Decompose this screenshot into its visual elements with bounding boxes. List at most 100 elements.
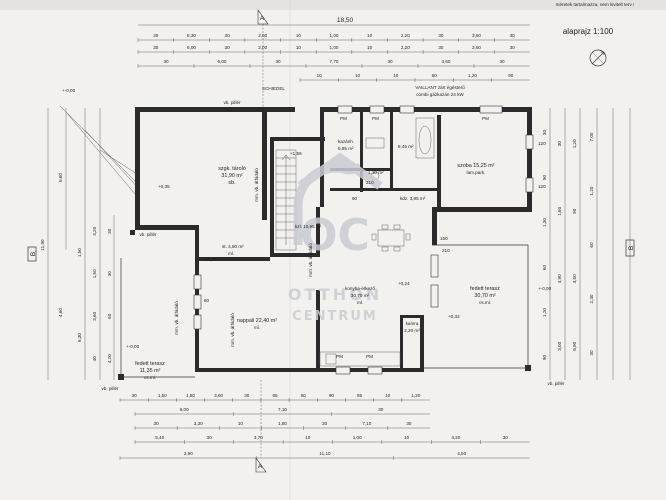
svg-text:B: B xyxy=(30,252,37,256)
dimension-value: 30 xyxy=(153,33,159,38)
section-marker-top: A xyxy=(257,9,269,110)
dimension-value: 7,00 xyxy=(589,132,594,141)
pantry-area: 2,20 m² xyxy=(404,328,420,333)
dimension-value: 4,50 xyxy=(457,451,466,456)
dimension-value: 30 xyxy=(107,228,112,234)
level-tag-entry: +1,56 xyxy=(290,151,302,156)
bedroom-floor: lam.park. xyxy=(467,170,486,175)
dimension-chain-left: 11,905,604,601,506,304,201,503,604030306… xyxy=(40,105,141,380)
storage-name: szgk. tároló xyxy=(218,166,246,172)
pm-tag-2: PM xyxy=(366,354,373,359)
dimension-value: 6,90 xyxy=(572,341,577,350)
dimension-value: 90 xyxy=(542,355,547,361)
living-name: nappali 22,40 m² xyxy=(237,318,277,324)
dimension-value: 6,00 xyxy=(180,407,189,412)
dimension-value: 60 xyxy=(542,265,547,271)
boiler-room-area: 5,85 m² xyxy=(338,146,354,151)
dimension-value: 1,50 xyxy=(158,393,167,398)
axis-marker-left: B xyxy=(27,246,37,262)
dimension-value: 1,20 xyxy=(542,308,547,317)
window-width-120-a: 120 xyxy=(538,141,546,146)
dimension-value: 3,60 xyxy=(442,59,451,64)
svg-text:B: B xyxy=(628,246,635,250)
dimension-value: 4,60 xyxy=(58,308,63,317)
dimension-value: 10 xyxy=(238,421,244,426)
dimension-value: 30 xyxy=(107,271,112,277)
dimension-value: 60 xyxy=(107,313,112,319)
pm-tag-5: PM xyxy=(482,116,489,121)
dimension-value: 1,60 xyxy=(557,206,562,215)
dimension-value: 7,10 xyxy=(362,421,371,426)
window-width-60: 60 xyxy=(204,298,210,303)
living-floor: ml. xyxy=(254,325,260,330)
dimension-value: 2,20 xyxy=(401,33,410,38)
dimension-value: 40 xyxy=(92,356,97,362)
dimension-value: 60 xyxy=(301,393,307,398)
door-width-90: 90 xyxy=(352,196,358,201)
dimension-value: 1,20 xyxy=(468,73,477,78)
dimension-value: 30 xyxy=(510,45,516,50)
dimension-value: 1,00 xyxy=(353,435,362,440)
dimension-value: 1,50 xyxy=(77,248,82,257)
sill-210-b: 210 xyxy=(366,180,374,185)
dimension-value: 30 xyxy=(387,59,393,64)
dimension-value: 6,30 xyxy=(77,333,82,342)
chimney-label: SCHIEDEL xyxy=(262,86,285,91)
dimension-value: 30 xyxy=(322,421,328,426)
dimension-value: 30 xyxy=(589,350,594,356)
dimension-value: 2,00 xyxy=(258,45,267,50)
dimension-value: 30 xyxy=(438,33,444,38)
dimension-value: 1,20 xyxy=(572,139,577,148)
pm-tag-1: PM xyxy=(336,354,343,359)
dimension-value: 1,80 xyxy=(278,421,287,426)
dimension-value: 30 xyxy=(207,435,213,440)
dimension-value: 3,30 xyxy=(194,421,203,426)
dimension-value: 3,60 xyxy=(92,311,97,320)
terrace-left-area: 11,35 m² xyxy=(140,368,161,374)
wall-note-1: mm. vb. áthidaló xyxy=(254,168,259,202)
staircase xyxy=(275,149,297,251)
dimension-value: 1,80 xyxy=(186,393,195,398)
dimension-value: 10 xyxy=(367,33,373,38)
dimension-value: 90 xyxy=(542,175,547,181)
dimension-value: 10 xyxy=(305,435,311,440)
dimension-value: 10 xyxy=(367,45,373,50)
dimension-value: 6,00 xyxy=(187,45,196,50)
level-tag-kitchen: +0,24 xyxy=(398,281,410,286)
dimension-value: 10 xyxy=(355,73,361,78)
boiler-label-2: combi gázkazán 24 kW xyxy=(416,92,464,97)
dimension-value: 2,20 xyxy=(401,45,410,50)
dimension-value: 3,60 xyxy=(472,45,481,50)
dimension-value: 11,10 xyxy=(319,451,331,456)
dimension-value: 1,00 xyxy=(330,33,339,38)
dimension-value: 2,90 xyxy=(184,451,193,456)
dimension-value: 30 xyxy=(499,59,505,64)
terrace-right-floor: cs.ml. xyxy=(479,300,491,305)
pillar-label-right: vb. pillér xyxy=(547,381,565,386)
svg-text:A: A xyxy=(260,15,265,22)
dimension-value: 4,20 xyxy=(107,354,112,363)
dimension-value: 30 xyxy=(275,59,281,64)
dimension-value: 7,70 xyxy=(330,59,339,64)
dimension-value: 30 xyxy=(132,393,138,398)
dimension-value: 30 xyxy=(557,141,562,147)
terrace-right-area: 30,70 m² xyxy=(474,293,495,299)
storage-floor: sb. xyxy=(228,180,235,186)
dimension-value: 5,40 xyxy=(155,435,164,440)
paper-edge xyxy=(0,0,666,10)
dimension-value: 30 xyxy=(406,421,412,426)
dimension-value: 1,00 xyxy=(330,45,339,50)
terrace-left-floor: cs.ml. xyxy=(144,375,156,380)
furniture xyxy=(319,117,435,367)
dimension-chain-right: 30901,30601,2090301,604,903,001,20904,50… xyxy=(542,108,631,380)
dimension-value: 3,00 xyxy=(557,341,562,350)
dimension-value: 7,10 xyxy=(278,407,287,412)
wall-note-4: mm. vb. áthidaló xyxy=(174,301,179,335)
pm-tag-3: PM xyxy=(340,116,347,121)
dimension-value: 4,20 xyxy=(451,435,460,440)
entry-name: kzl. 10,95 m² xyxy=(295,224,322,229)
